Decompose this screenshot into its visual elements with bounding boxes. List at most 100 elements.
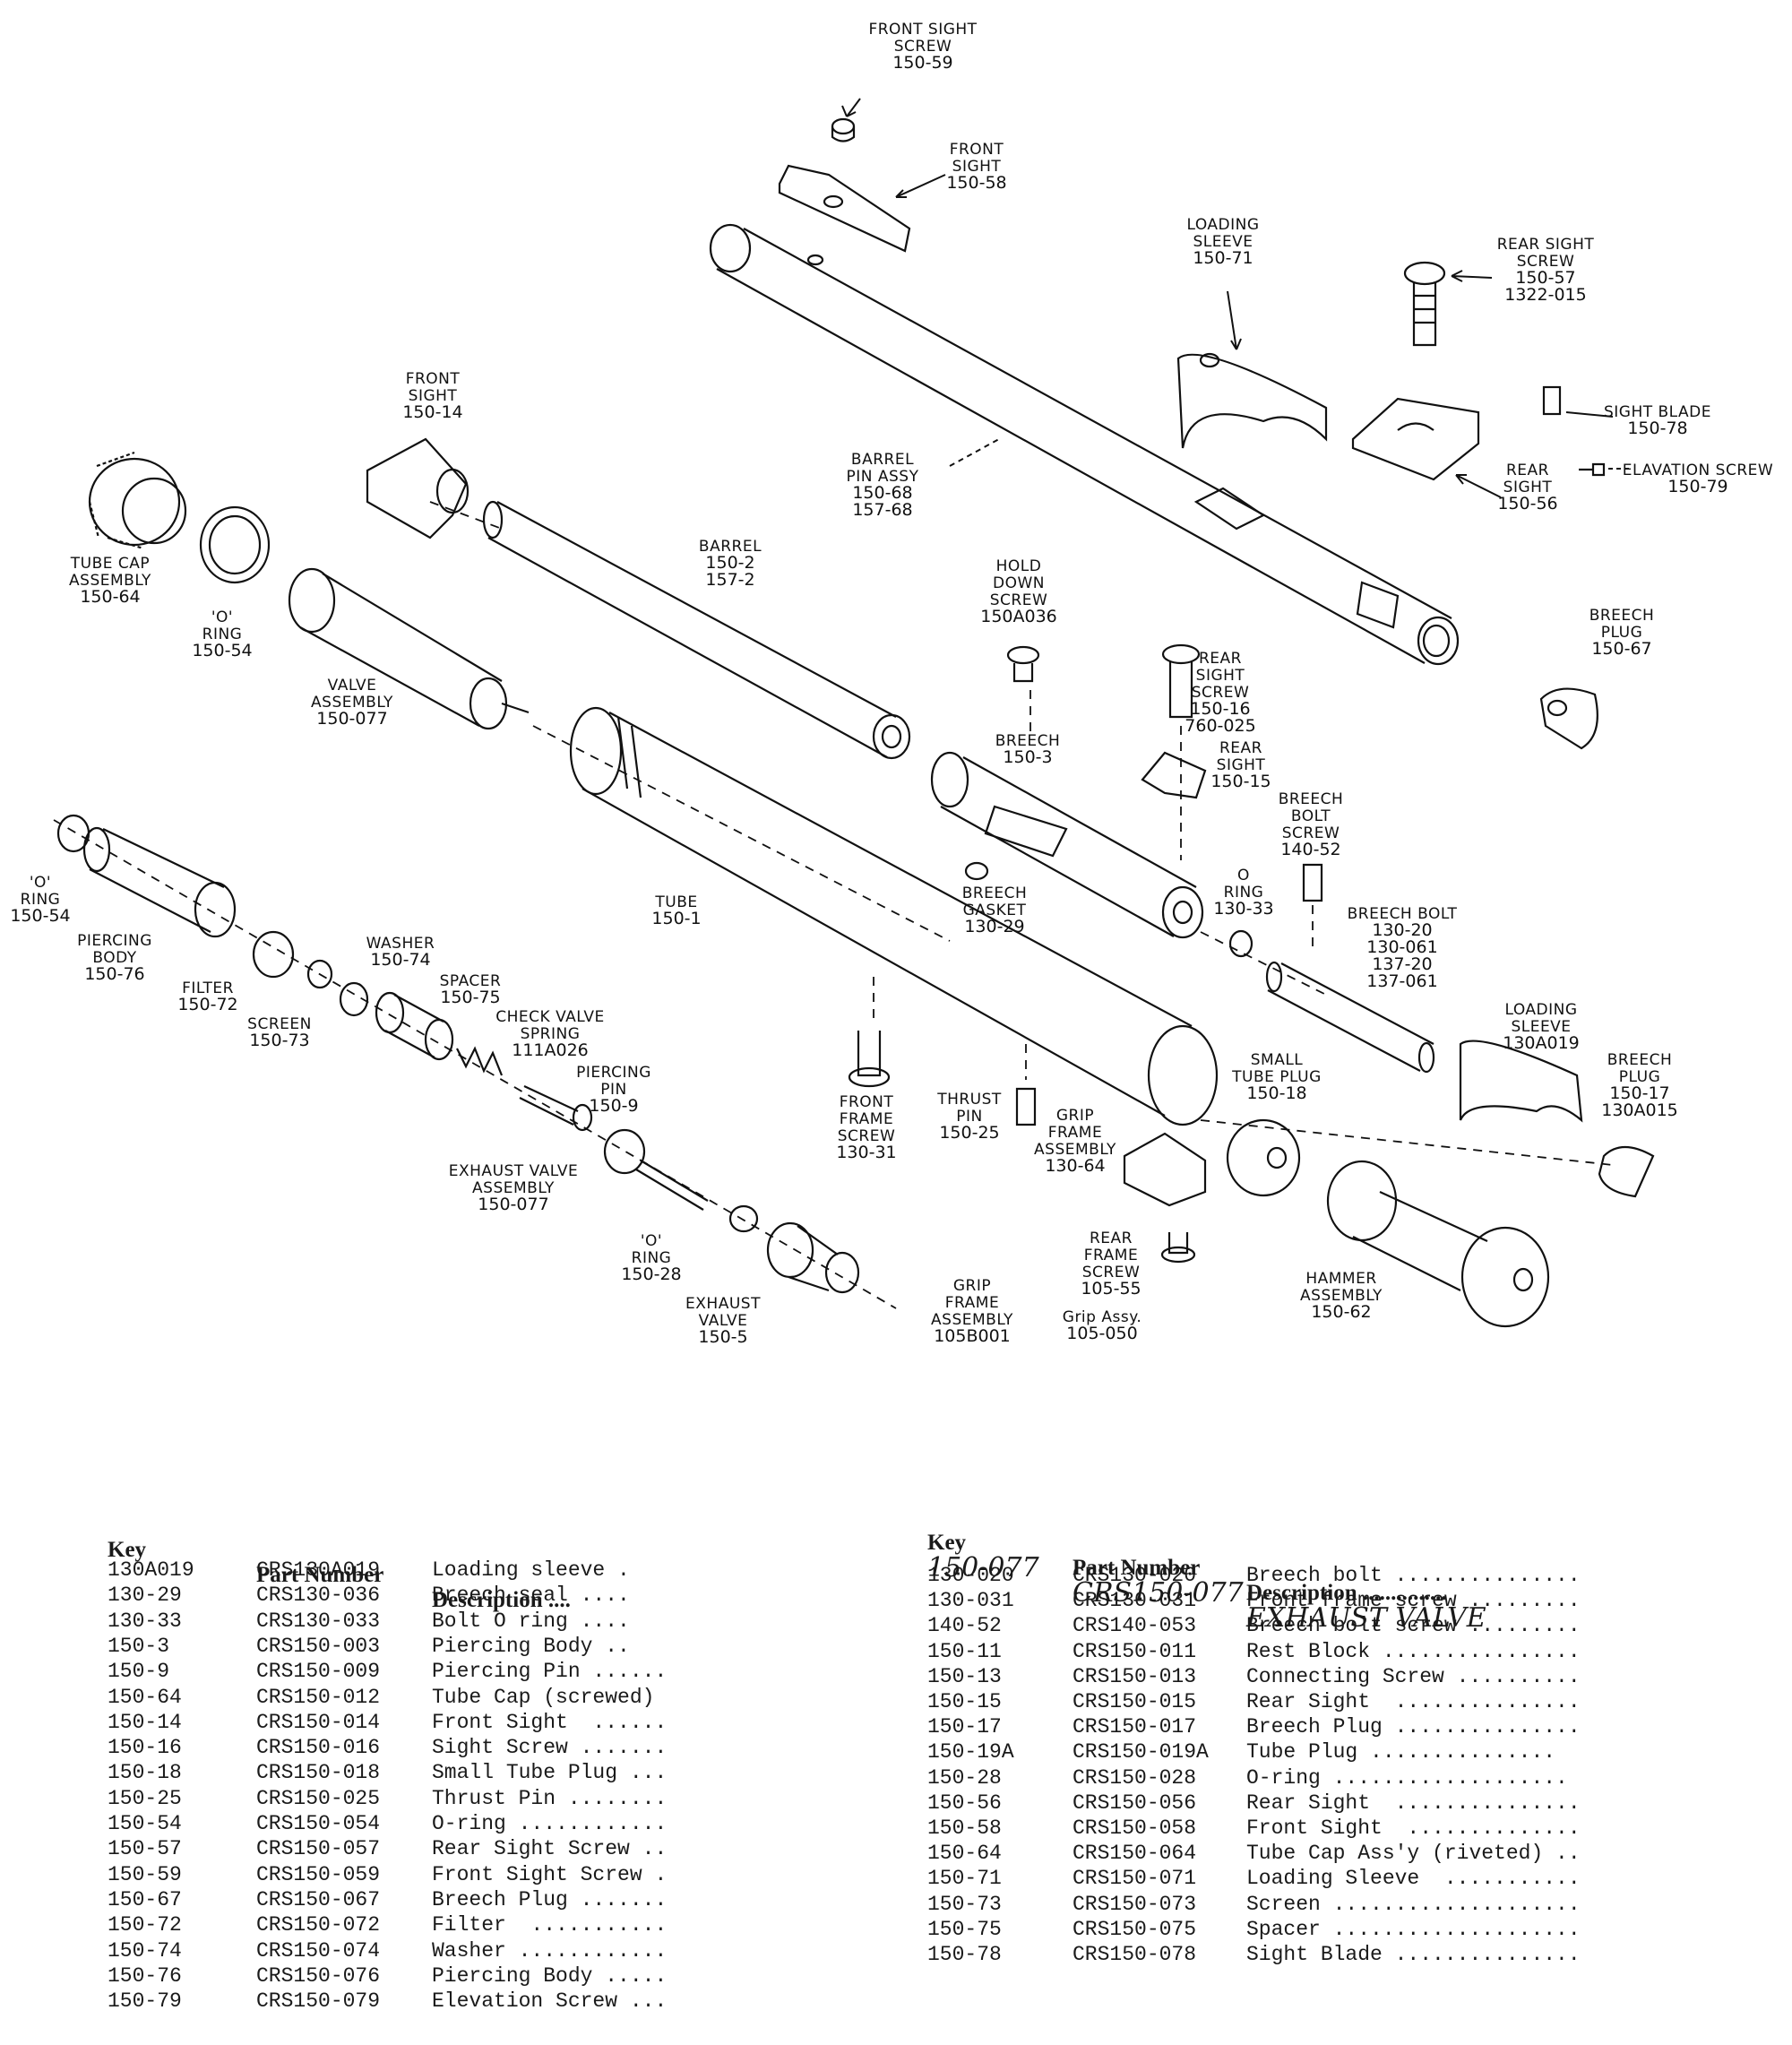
header-description: Description .... [432,1588,571,1612]
label-line: FRAME [1048,1124,1102,1142]
label-line: SLEEVE [1193,233,1253,251]
label-line: 150-56 [1497,494,1557,513]
label-line: 150-14 [402,402,462,422]
label-line: THRUST [936,1091,1002,1109]
cell-part-number: CRS150-016 [256,1736,381,1760]
cell-key: 150-15 [927,1690,1002,1713]
cell-description: Screen .................... [1246,1892,1581,1916]
label-line: 760-025 [1185,716,1255,736]
header-key: Key [108,1538,147,1562]
cell-part-number: CRS130-036 [256,1583,381,1608]
cell-part-number: CRS130-033 [256,1609,381,1633]
cell-key: 140-52 [927,1614,1002,1638]
cell-part-number: CRS150-019A [1073,1740,1209,1765]
cell-part-number: CRS150-073 [1073,1892,1197,1916]
cell-description: Sight Blade ............... [1246,1943,1581,1966]
label-line: 137-061 [1366,971,1437,991]
cell-key: 150-17 [927,1715,1002,1739]
label-line: FRONT [950,141,1004,159]
label-line: SMALL [1251,1051,1304,1069]
tube-cap-part [88,451,187,550]
screen-part [306,959,333,989]
cell-description: Piercing Body .. [432,1634,630,1658]
cell-key: 150-14 [108,1710,182,1734]
label-line: VALVE [328,677,377,695]
label-line: 150-28 [621,1264,681,1284]
label-line: BREECH [1279,790,1344,808]
thrust-pin-part [1015,1087,1037,1126]
label-line: 137-20 [1372,954,1432,974]
label-line: SPRING [521,1025,581,1043]
cell-part-number: CRS150-028 [1073,1765,1197,1790]
rear-frame-screw-part [1160,1232,1196,1264]
label-line: ASSEMBLY [1034,1141,1116,1159]
label-line: REAR SIGHT [1497,236,1595,254]
label-line: 150-16 [1190,699,1250,719]
label-line: 150-5 [698,1327,747,1347]
label-line: FRONT [840,1093,894,1111]
cell-description: Tube Cap (screwed) [432,1685,655,1709]
label-line: 1322-015 [1504,285,1586,305]
label-line: 150-75 [440,988,500,1007]
piercing-pin-part [519,1085,593,1132]
label-line: REAR [1090,1230,1133,1247]
cell-part-number: CRS150-058 [1073,1816,1197,1840]
label-line: SLEEVE [1511,1018,1571,1036]
loading-sleeve-71-part [1176,352,1328,449]
label-line: 130A015 [1601,1100,1678,1120]
label-line: FRAME [1084,1247,1138,1264]
tube-part [569,706,1219,1126]
label-line: 150-73 [249,1031,309,1050]
label-line: SCREW [1282,824,1340,842]
label-line: 150-78 [1627,418,1687,438]
breech-plug-17-part [1598,1146,1655,1198]
cell-key: 130-33 [108,1609,182,1633]
label-line: 150-71 [1193,248,1253,268]
cell-part-number: CRS150-025 [256,1786,381,1810]
cell-part-number: CRS150-003 [256,1634,381,1658]
cell-part-number: CRS150-064 [1073,1842,1197,1866]
cell-description: Washer ............ [432,1938,668,1963]
cell-part-number: CRS140-053 [1073,1614,1197,1638]
header-key: Key [927,1531,967,1555]
label-line: O [1237,867,1250,884]
label-line: LOADING [1186,216,1259,234]
hand-part: CRS150-077 [1073,1577,1244,1609]
cell-key: 150-28 [927,1765,1002,1790]
cell-description: Front Sight .............. [1246,1816,1581,1840]
piercing-body-part [82,826,237,938]
label-line: FRAME [945,1294,999,1312]
cell-description: Sight Screw ....... [432,1736,668,1760]
label-line: FILTER [182,979,234,997]
rear-sight-15-part [1141,751,1207,799]
cell-key: 150-64 [927,1842,1002,1866]
label-line: CHECK VALVE [495,1008,604,1026]
label-line: 111A026 [512,1040,589,1060]
label-line: BREECH [1607,1051,1673,1069]
cell-description: Loading Sleeve ........... [1246,1867,1581,1891]
label-line: 130-29 [964,917,1024,936]
label-line: 150-58 [946,173,1006,193]
label-line: ELAVATION SCREW [1623,462,1773,479]
cell-part-number: CRS150-017 [1073,1715,1197,1739]
front-sight-14-part [366,437,470,539]
label-line: 150-68 [852,483,912,503]
label-line: 150-62 [1311,1302,1371,1322]
label-line: RING [202,626,243,643]
